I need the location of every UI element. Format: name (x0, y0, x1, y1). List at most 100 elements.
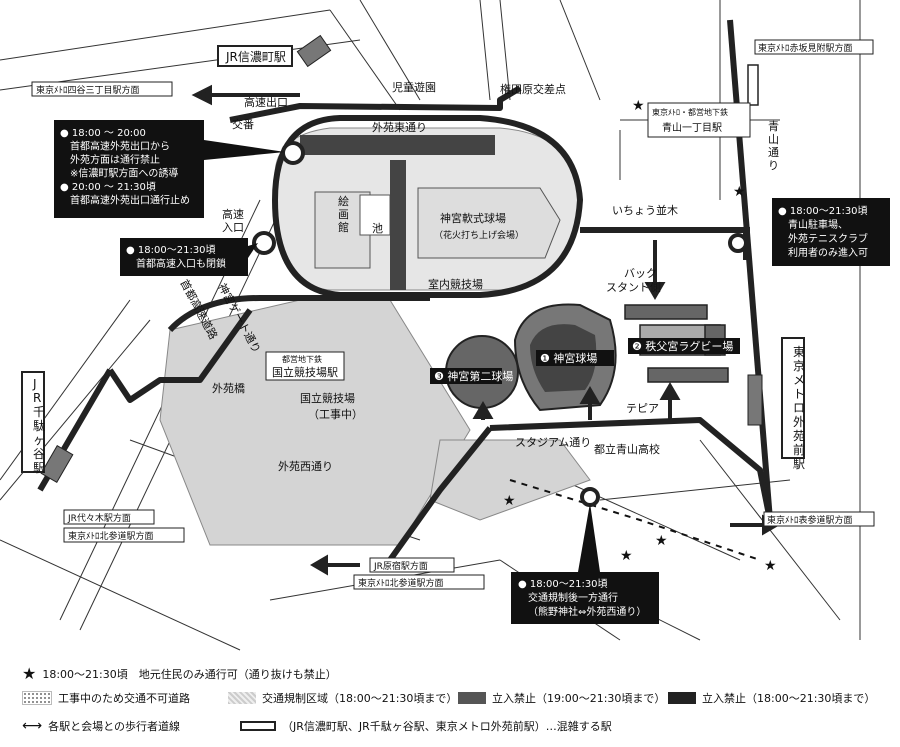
callout-one-way: ● 18:00～21:30頃交通規制後一方通行（熊野神社⇔外苑西通り） (518, 578, 646, 618)
legend-star-text: 18:00～21:30頃 地元住民のみ通行可（通り抜けも禁止） (42, 667, 337, 681)
svg-text:★: ★ (733, 184, 746, 200)
yotsuya-label: 東京ﾒﾄﾛ四谷三丁目駅方面 (36, 84, 140, 96)
chichibunomiya-shape (624, 304, 729, 383)
childrens-park-label: 児童遊園 (392, 80, 436, 94)
aoyama-high-label: 都立青山高校 (594, 442, 660, 456)
legend-hatched-text: 交通規制区域（18:00～21:30頃まで） (262, 692, 458, 705)
black-swatch (668, 692, 696, 704)
callout-line: ● 18:00～21:30頃 (778, 205, 868, 217)
omotesando-right-label: 東京ﾒﾄﾛ表参道駅方面 (767, 514, 853, 526)
vertical-char: 千 (33, 405, 45, 419)
gaien-higashi-label: 外苑東通り (372, 121, 427, 134)
callout-aoyama-parking: ● 18:00～21:30頃青山駐車場、外苑テニスクラブ利用者のみ進入可 (778, 205, 868, 259)
kaigakan-area (300, 135, 561, 290)
gaienmae-label: 東京メトロ外苑前駅 (793, 345, 805, 471)
kitasando-bottom-label: 東京ﾒﾄﾛ北参道駅方面 (358, 577, 444, 589)
vertical-char: 外 (793, 415, 805, 429)
tepia-label: テピア (626, 402, 659, 415)
back-stand-line: スタンド側 (606, 281, 661, 294)
vertical-char: 絵 (338, 194, 349, 208)
background-streets (0, 0, 861, 651)
aoyama-dori-label: 青山通り (768, 120, 779, 172)
kitasando-left-label: 東京ﾒﾄﾛ北参道駅方面 (68, 530, 154, 542)
legend-dark-text: 立入禁止（19:00～21:30頃まで） (492, 692, 666, 705)
expressway-entrance-label: 高速入口 (222, 207, 244, 234)
resident-only-stars: ★ ★ ★ ★ ★ ★ (503, 98, 777, 574)
yoyogi-label: JR代々木駅方面 (67, 512, 131, 524)
vertical-char: 前 (793, 442, 805, 457)
softball-sub-label: （花火打ち上げ会場） (434, 229, 524, 241)
one-way-segment (509, 479, 761, 561)
star-icon: ★ (22, 664, 37, 683)
svg-text:★: ★ (620, 548, 633, 564)
callout-line: 首都高速入口も閉鎖 (136, 257, 226, 270)
expressway-exit-label: 高速出口 (244, 95, 288, 109)
svg-text:★: ★ (632, 98, 645, 114)
aoyama-line-label: 東京ﾒﾄﾛ・都営地下鉄 (652, 107, 728, 117)
svg-text:★: ★ (655, 533, 668, 549)
callout-line: ● 18:00 ～ 20:00 (60, 128, 146, 139)
ginkgo-label: いちょう並木 (612, 203, 678, 217)
vertical-char: 青 (768, 120, 779, 133)
callout-line: ※信濃町駅方面への誘導 (70, 167, 178, 180)
map-legend: ★ 18:00～21:30頃 地元住民のみ通行可（通り抜けも禁止） 工事中のため… (0, 656, 900, 747)
box-swatch (240, 721, 276, 731)
vertical-char: 山 (768, 133, 779, 146)
callout-line: （熊野神社⇔外苑西通り） (528, 605, 646, 618)
gaien-nishi-label: 外苑西通り (278, 460, 333, 473)
kokuritsu-label: 国立競技場駅 (272, 365, 338, 379)
aoyama-itchome-label: 青山一丁目駅 (662, 121, 722, 134)
legend-black-row: 立入禁止（18:00～21:30頃まで） (668, 690, 875, 706)
legend-arrow-row: ⟷ 各駅と会場との歩行者道線 (22, 718, 180, 734)
koban-label: 交番 (232, 117, 254, 131)
vertical-char: 通 (768, 146, 779, 159)
vertical-char: ト (793, 387, 805, 401)
callout-line: 外苑方面は通行禁止 (70, 153, 160, 166)
callout-line: 首都高速外苑出口通行止め (70, 194, 190, 207)
back-stand-line: バック (624, 267, 657, 280)
dark-swatch (458, 692, 486, 704)
akasaka-label: 東京ﾒﾄﾛ赤坂見附駅方面 (758, 42, 853, 54)
harajuku-label: JR原宿駅方面 (373, 560, 428, 572)
callout-shapes (54, 120, 890, 624)
chichibunomiya-label: ❷ 秩父宮ラグビー場 (632, 339, 733, 353)
vertical-char: り (768, 159, 779, 172)
hatched-swatch (228, 692, 256, 704)
softball-label: 神宮軟式球場 (440, 211, 506, 225)
vertical-char: ヶ (33, 433, 45, 447)
vertical-char: 館 (338, 220, 349, 234)
back-stand-label: バックスタンド側 (606, 267, 661, 294)
expressway-entrance-line: 入口 (222, 221, 244, 234)
kaigakan-label: 絵画館 (338, 194, 349, 234)
svg-text:★: ★ (503, 493, 516, 509)
double-arrow-icon: ⟷ (22, 718, 43, 734)
venue-label-boxes (430, 338, 740, 384)
vertical-char: 画 (338, 208, 349, 221)
national-stadium-label: 国立競技場 (300, 391, 355, 405)
callout-line: 利用者のみ進入可 (788, 247, 868, 259)
jingu-daini-label: ❸ 神宮第二球場 (434, 369, 513, 383)
legend-star-row: ★ 18:00～21:30頃 地元住民のみ通行可（通り抜けも禁止） (22, 664, 337, 683)
expressway-entrance-line: 高速 (222, 207, 244, 221)
svg-text:★: ★ (764, 558, 777, 574)
callout-line: 交通規制後一方通行 (528, 591, 618, 604)
callout-line: 青山駐車場、 (788, 218, 848, 231)
vertical-char: 京 (793, 359, 805, 373)
stadium-dori-label: スタジアム通り (515, 436, 591, 449)
vertical-char: ロ (793, 401, 805, 415)
legend-dark-row: 立入禁止（19:00～21:30頃まで） (458, 690, 665, 706)
jr-shinanomachi-label: JR信濃町駅 (225, 50, 286, 64)
legend-black-text: 立入禁止（18:00～21:30頃まで） (702, 692, 876, 705)
vertical-char: 谷 (33, 447, 45, 461)
jingu-stadium-label: ❶ 神宮球場 (540, 351, 597, 365)
vertical-char: メ (793, 373, 805, 387)
callout-line: 首都高速外苑出口から (70, 140, 170, 153)
pedestrian-arrows (118, 84, 780, 576)
pond-label: 池 (372, 222, 383, 235)
national-stadium-sub-label: （工事中） (308, 408, 363, 421)
legend-box-text: （JR信濃町駅、JR千駄ヶ谷駅、東京メトロ外苑前駅）…混雑する駅 (282, 720, 612, 733)
legend-arrow-text: 各駅と会場との歩行者道線 (48, 720, 180, 733)
legend-dotted-row: 工事中のため交通不可道路 (22, 690, 190, 706)
